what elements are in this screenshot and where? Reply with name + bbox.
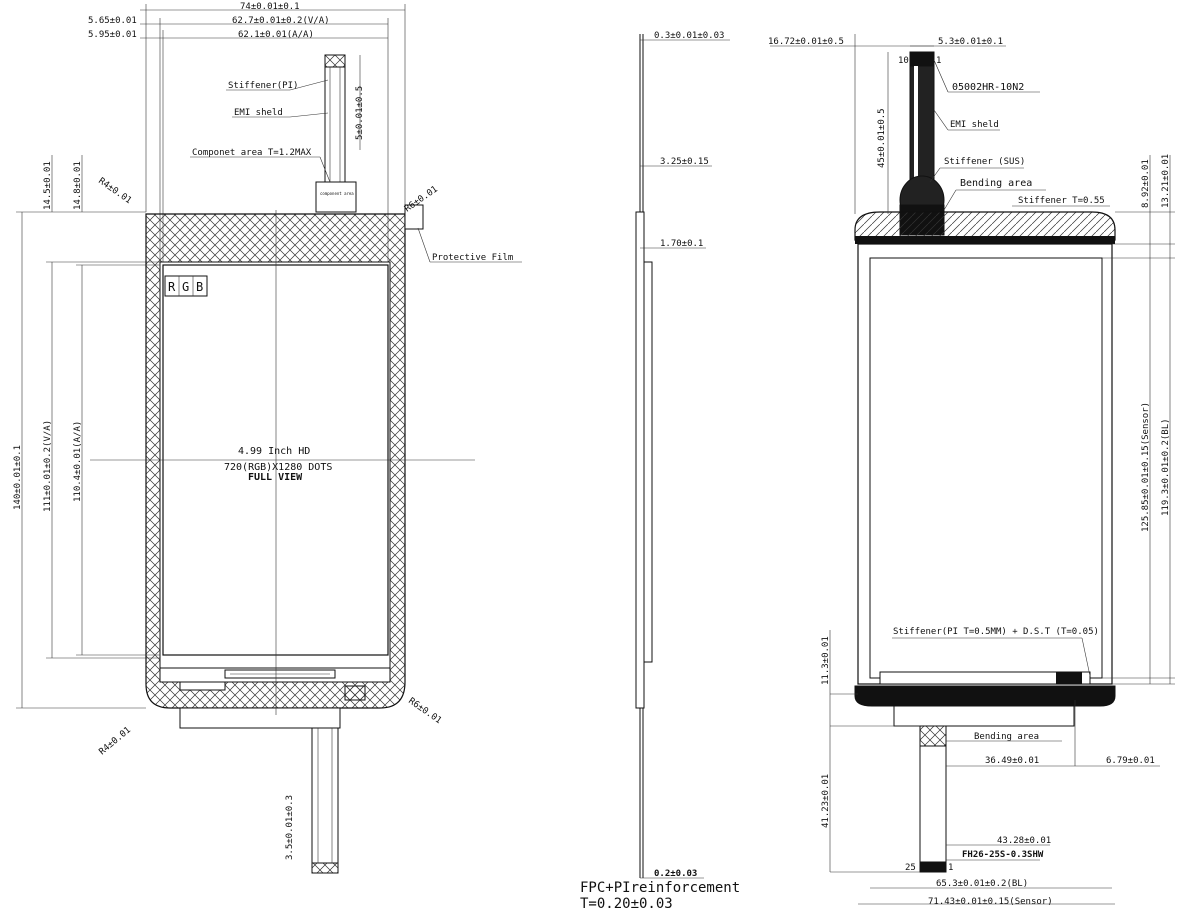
label-protective-film: Protective Film xyxy=(432,253,513,263)
pin-25: 25 xyxy=(905,863,916,873)
dim-1672: 16.72±0.01±0.5 xyxy=(768,37,844,47)
dim-4328: 43.28±0.01 xyxy=(997,836,1051,846)
dim-aa-height: 110.4±0.01(A/A) xyxy=(73,421,83,502)
connector-top: 05002HR-10N2 xyxy=(952,82,1024,93)
front-view: 74±0.01±0.1 62.7±0.01±0.2(V/A) 62.1±0.01… xyxy=(13,2,522,874)
dim-113: 11.3±0.01 xyxy=(821,636,831,685)
dim-bl-height: 119.3±0.01±0.2(BL) xyxy=(1161,418,1171,516)
side-caption-1: FPC+PIreinforcement xyxy=(580,880,740,896)
dim-side-170: 1.70±0.1 xyxy=(660,239,703,249)
dim-side-02: 0.2±0.03 xyxy=(654,869,697,879)
pixel-b: B xyxy=(196,280,203,294)
dim-va-width: 62.7±0.01±0.2(V/A) xyxy=(232,16,330,26)
side-caption-2: T=0.20±0.03 xyxy=(580,896,673,912)
center-view: FULL VIEW xyxy=(248,472,303,483)
label-stiffener-sus: Stiffener (SUS) xyxy=(944,157,1025,167)
component-box-label: component area xyxy=(320,191,354,196)
label-emi-back: EMI sheld xyxy=(950,120,999,130)
dim-fpc-5: 5±0.01±0.5 xyxy=(355,86,365,140)
dim-outer-width: 74±0.01±0.1 xyxy=(240,2,300,12)
label-stiffener-055: Stiffener T=0.55 xyxy=(1018,196,1105,206)
label-emi-front: EMI sheld xyxy=(234,108,283,118)
pin-1: 1 xyxy=(936,56,941,66)
pin-1-bottom: 1 xyxy=(948,863,953,873)
dim-side-03: 0.3±0.01±0.03 xyxy=(654,31,724,41)
dim-sensor-height: 125.85±0.01±0.15(Sensor) xyxy=(1141,402,1151,532)
label-bending-top: Bending area xyxy=(960,178,1032,189)
pixel-g: G xyxy=(182,280,189,294)
connector-bottom: FH26-25S-0.3SHW xyxy=(962,850,1044,860)
dim-left-595: 5.95±0.01 xyxy=(88,30,137,40)
pixel-r: R xyxy=(168,280,176,294)
dim-fpc-35: 3.5±0.01±0.3 xyxy=(285,795,295,860)
dim-679: 6.79±0.01 xyxy=(1106,756,1155,766)
radius-bottom-left: R4±0.01 xyxy=(98,725,133,757)
dim-left-565: 5.65±0.01 xyxy=(88,16,137,26)
center-title: 4.99 Inch HD xyxy=(238,446,310,457)
pin-10: 10 xyxy=(898,56,909,66)
dim-7143: 71.43±0.01±0.15(Sensor) xyxy=(928,897,1053,907)
label-bending-bottom: Bending area xyxy=(974,732,1039,742)
dim-side-325: 3.25±0.15 xyxy=(660,157,709,167)
side-view: 0.3±0.01±0.03 3.25±0.15 1.70±0.1 0.2±0.0… xyxy=(580,31,740,912)
label-stiffener-pi-back: Stiffener(PI T=0.5MM) + D.S.T (T=0.05) xyxy=(893,627,1099,637)
dim-892: 8.92±0.01 xyxy=(1141,159,1151,208)
dim-4123: 41.23±0.01 xyxy=(821,774,831,828)
dim-53: 5.3±0.01±0.1 xyxy=(938,37,1003,47)
dim-148: 14.8±0.01 xyxy=(73,161,83,210)
dim-145: 14.5±0.01 xyxy=(43,161,53,210)
radius-top-left: R4±0.01 xyxy=(96,176,133,206)
dim-3649: 36.49±0.01 xyxy=(985,756,1039,766)
center-resolution: 720(RGB)X1280 DOTS xyxy=(224,462,332,473)
label-component: Componet area T=1.2MAX xyxy=(192,148,312,158)
dim-653: 65.3±0.01±0.2(BL) xyxy=(936,879,1028,889)
back-view: 10 1 25 1 16.72±0.01±0.5 5.3±0.01±0.1 45… xyxy=(768,34,1175,907)
dim-aa-width: 62.1±0.01(A/A) xyxy=(238,30,314,40)
label-stiffener-pi: Stiffener(PI) xyxy=(228,81,298,91)
dim-va-height: 111±0.01±0.2(V/A) xyxy=(43,420,53,512)
radius-bottom-right: R6±0.01 xyxy=(406,696,443,726)
dim-outer-height: 140±0.01±0.1 xyxy=(13,445,23,510)
dim-1321: 13.21±0.01 xyxy=(1161,154,1171,208)
dim-45: 45±0.01±0.5 xyxy=(877,108,887,168)
